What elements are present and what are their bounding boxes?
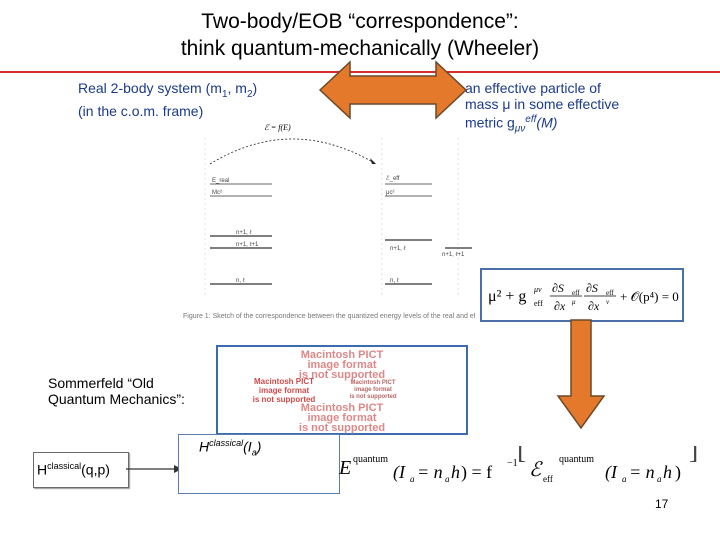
- hamiltonian-action-box: Hclassical(Ia): [178, 434, 340, 494]
- svg-text:E: E: [338, 457, 351, 479]
- svg-text:eff: eff: [606, 289, 614, 297]
- svg-text:(I: (I: [605, 462, 618, 483]
- svg-text:Mc²: Mc²: [212, 190, 222, 196]
- placeholder-text-small: Macintosh PICT image format is not suppo…: [252, 377, 316, 404]
- svg-text:): ): [675, 462, 681, 483]
- real-system-label: Real 2-body system (m1, m2) (in the c.o.…: [78, 80, 258, 119]
- svg-text:n+1, ℓ: n+1, ℓ: [390, 245, 406, 252]
- placeholder-text-large-2: Macintosh PICT image format is not suppo…: [298, 402, 386, 434]
- svg-text:eff: eff: [543, 474, 553, 484]
- svg-text:μν: μν: [533, 285, 542, 294]
- svg-text:∂S: ∂S: [552, 281, 564, 295]
- svg-text:(I: (I: [393, 462, 406, 483]
- placeholder-text-large: Macintosh PICT image format is not suppo…: [298, 349, 386, 381]
- slide-title: Two-body/EOB “correspondence”: think qua…: [0, 8, 720, 62]
- svg-text:n+1, ℓ: n+1, ℓ: [236, 229, 252, 236]
- title-rule: [0, 71, 720, 73]
- svg-text:h: h: [663, 462, 672, 482]
- right-arrow-icon: [126, 465, 182, 473]
- svg-text:a: a: [622, 474, 627, 484]
- svg-text:n+1, ℓ+1: n+1, ℓ+1: [442, 251, 465, 258]
- svg-text:ℰ: ℰ: [529, 459, 543, 481]
- slide-number: 17: [655, 497, 669, 511]
- svg-text:a: a: [445, 474, 450, 484]
- svg-text:n+1, ℓ+1: n+1, ℓ+1: [236, 241, 259, 248]
- svg-text:a: a: [410, 474, 415, 484]
- svg-text:μ² + g: μ² + g: [488, 288, 526, 305]
- double-arrow-icon: [318, 60, 468, 120]
- svg-text:∂x: ∂x: [588, 299, 600, 313]
- svg-text:) = f: ) = f: [461, 462, 492, 483]
- effective-particle-label: an effective particle of mass μ in some …: [465, 80, 620, 135]
- svg-text:μ: μ: [572, 298, 576, 306]
- figure-caption: Figure 1: Sketch of the correspondence b…: [183, 313, 475, 320]
- svg-text:a: a: [657, 474, 662, 484]
- svg-text:eff: eff: [534, 299, 543, 308]
- hamilton-jacobi-equation: μ² + g μν eff ∂S eff ∂x μ ∂S eff ∂x ν + …: [480, 268, 684, 322]
- svg-text:n, ℓ: n, ℓ: [236, 277, 245, 284]
- svg-text:∂S: ∂S: [586, 281, 598, 295]
- svg-text:quantum: quantum: [559, 454, 594, 465]
- quantization-equation: E quantum (I a = n a h ) = f −1 [ ℰ eff …: [338, 446, 698, 484]
- image-placeholder: Macintosh PICT image format is not suppo…: [216, 345, 468, 435]
- svg-text:∂x: ∂x: [554, 299, 566, 313]
- svg-text:[: [: [517, 446, 526, 465]
- svg-text:E_real: E_real: [212, 178, 229, 184]
- svg-text:−1: −1: [507, 458, 518, 469]
- svg-text:quantum: quantum: [353, 454, 388, 465]
- svg-text:= n: = n: [417, 462, 443, 482]
- svg-text:= n: = n: [629, 462, 655, 482]
- svg-text:+ 𝒪(p⁴) = 0: + 𝒪(p⁴) = 0: [620, 289, 679, 304]
- svg-text:n, ℓ: n, ℓ: [390, 277, 399, 284]
- svg-text:h: h: [451, 462, 460, 482]
- svg-text:eff: eff: [572, 289, 580, 297]
- placeholder-text-tiny: Macintosh PICT image format is not suppo…: [349, 380, 397, 400]
- down-arrow-icon: [556, 319, 606, 430]
- svg-text:μc²: μc²: [386, 190, 394, 196]
- hamiltonian-qp-box: Hclassical(q,p): [33, 452, 129, 488]
- title-line-1: Two-body/EOB “correspondence”:: [201, 10, 519, 33]
- sommerfeld-label: Sommerfeld “Old Quantum Mechanics”:: [48, 375, 185, 407]
- figure-top-formula: ℰ = f(E): [264, 123, 291, 132]
- svg-text:ν: ν: [606, 298, 610, 306]
- svg-text:ℰ_eff: ℰ_eff: [386, 175, 400, 182]
- svg-text:]: ]: [689, 446, 698, 465]
- title-line-2: think quantum-mechanically (Wheeler): [180, 37, 540, 60]
- energy-levels-figure: ℰ = f(E) E_real Mc² n+1, ℓ+1 n+1, ℓ n, ℓ…: [204, 123, 472, 298]
